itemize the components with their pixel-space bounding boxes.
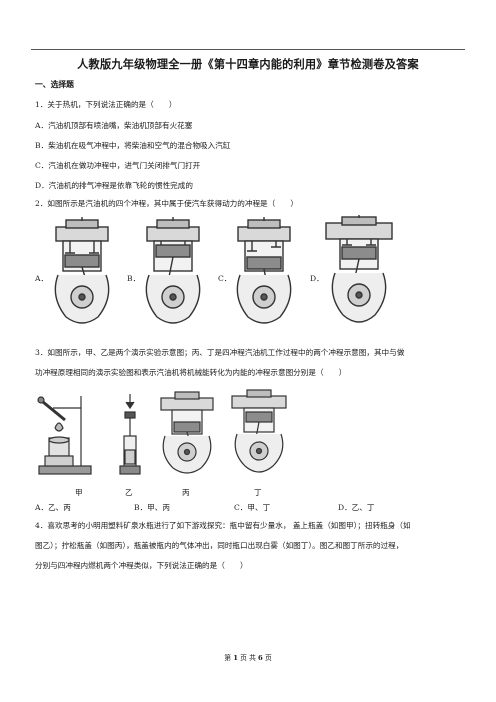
question-1-option-b: B．柴油机在吸气冲程中，将柴油和空气的混合物吸入汽缸 [35, 141, 231, 150]
question-2-stem: 2．如图所示是汽油机的四个冲程，其中属于使汽车获得动力的冲程是（ ） [35, 199, 299, 208]
caption-yi: 乙 [125, 488, 133, 497]
question-1-option-a: A．汽油机顶部有喷油嘴，柴油机顶部有火花塞 [35, 121, 193, 130]
question-4-line-2: 图乙）；拧松瓶盖（如图丙），瓶盖被瓶内的气体冲出，同时瓶口出现白雾（如图丁）。图… [35, 541, 404, 550]
question-3-option-b: B．甲、丙 [134, 503, 170, 512]
engine-diagram-ding [231, 389, 287, 473]
question-2-label-a: A． [35, 274, 49, 283]
question-2-label-c: C． [218, 274, 232, 283]
question-3-option-a: A．乙、丙 [35, 503, 71, 512]
caption-jia: 甲 [75, 488, 83, 497]
footer-prefix: 第 [224, 654, 232, 662]
question-2-label-b: B． [127, 274, 141, 283]
header-rule [31, 49, 465, 50]
question-3-stem-line-1: 3．如图所示，甲、乙是两个演示实验示意图；丙、丁是四冲程汽油机工作过程中的两个冲… [35, 348, 405, 357]
footer-suffix: 页 [264, 654, 272, 662]
engine-diagram-bing [160, 391, 214, 474]
question-4-line-3: 分别与四冲程内燃机两个冲程类似，下列说法正确的是（ ） [35, 561, 248, 570]
question-2-label-d: D． [310, 274, 324, 283]
question-1-stem: 1．关于热机，下列说法正确的是（ ） [35, 100, 177, 109]
engine-diagram-b [145, 217, 201, 324]
engine-diagram-a [54, 217, 110, 324]
experiment-diagram-jia [37, 396, 92, 475]
question-3-option-d: D．乙、丁 [338, 503, 375, 512]
engine-diagram-d [325, 215, 393, 323]
question-3-option-c: C．甲、丁 [234, 503, 271, 512]
question-4-line-1: 4．喜欢思考的小明用塑料矿泉水瓶进行了如下游戏探究：瓶中留有少量水， 盖上瓶盖（… [35, 521, 411, 530]
footer-total-pages: 6 [258, 654, 263, 662]
experiment-diagram-yi [119, 394, 141, 475]
caption-ding: 丁 [254, 488, 262, 497]
question-3-stem-line-2: 功冲程原理相同的演示实验图和表示汽油机将机械能转化为内能的冲程示意图分别是（ ） [35, 368, 347, 377]
engine-diagram-c [236, 217, 292, 324]
caption-bing: 丙 [182, 488, 190, 497]
page-title: 人教版九年级物理全一册《第十四章内能的利用》章节检测卷及答案 [77, 58, 419, 71]
footer-middle: 页 共 [240, 654, 256, 662]
page-footer: 第 1 页 共 6 页 [0, 652, 496, 662]
section-heading: 一、选择题 [35, 80, 74, 89]
question-1-option-c: C．汽油机在做功冲程中，进气门关闭排气门打开 [35, 161, 201, 170]
question-1-option-d: D．汽油机的排气冲程是依靠飞轮的惯性完成的 [35, 181, 193, 190]
footer-page-number: 1 [233, 654, 238, 662]
